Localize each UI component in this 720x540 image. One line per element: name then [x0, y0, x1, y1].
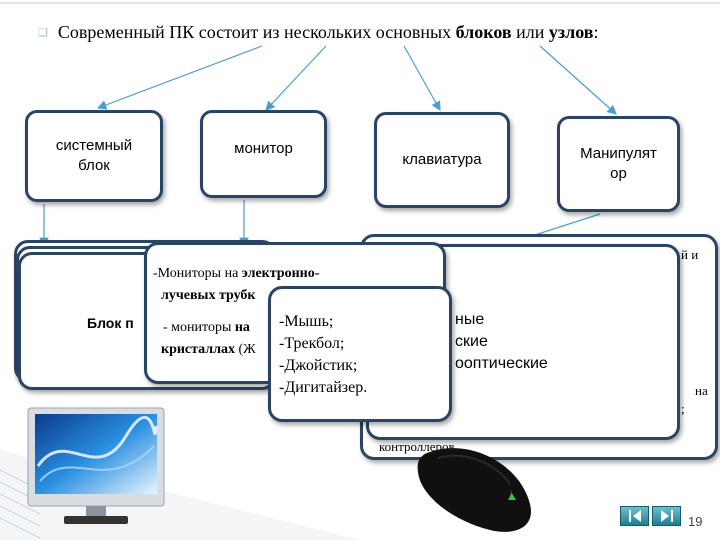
- monitor-type-1-bold-cont: лучевых трубк: [161, 288, 256, 303]
- manipulator-type-mouse: -Мышь;: [279, 313, 334, 330]
- keyboard-types-list: ные ские ооптические: [455, 309, 548, 375]
- monitor-type-2-rest: (Ж: [235, 342, 256, 357]
- heading-suffix: :: [593, 22, 599, 42]
- monitor-label: монитор: [234, 140, 293, 157]
- arrow-to-monitor: [265, 45, 327, 111]
- top-decoration: [0, 2, 720, 4]
- monitor-box: монитор: [200, 110, 327, 198]
- manipulator-box: Манипулят ор: [557, 116, 680, 212]
- manipulator-type-digitizer: -Дигитайзер.: [279, 379, 368, 396]
- keyboard-info-mid-text: на: [695, 383, 708, 398]
- keyboard-box: клавиатура: [374, 112, 510, 208]
- manipulator-types-panel: -Мышь; -Трекбол; -Джойстик; -Дигитайзер.: [268, 286, 452, 422]
- monitor-types-text: -Мониторы на электронно- лучевых трубк -…: [153, 263, 319, 361]
- system-unit-line2: блок: [78, 157, 110, 174]
- page-number: 19: [688, 514, 703, 529]
- keyboard-info-corner-text: й и: [681, 247, 699, 262]
- bullet-icon: ❑: [38, 27, 48, 39]
- keyboard-info-semicolon: ;: [681, 401, 685, 416]
- monitor-type-2-prefix: - мониторы: [163, 320, 235, 335]
- nav-prev-icon: [628, 510, 641, 522]
- mouse-image: [417, 448, 531, 532]
- heading-bold-blocks: блоков: [455, 22, 512, 42]
- monitor-type-1-prefix: -Мониторы на: [153, 266, 242, 281]
- system-unit-box: системный блок: [25, 110, 163, 202]
- heading-middle: или: [511, 22, 549, 42]
- manipulator-type-trackball: -Трекбол;: [279, 335, 345, 352]
- keyboard-label: клавиатура: [402, 151, 482, 168]
- keyboard-type-3: ооптические: [455, 355, 548, 372]
- manipulator-line1: Манипулят: [580, 145, 657, 162]
- monitor-type-2-bold: на: [234, 320, 250, 335]
- prev-slide-button[interactable]: [620, 506, 649, 526]
- slide-heading: ❑ Современный ПК состоит из нескольких ос…: [38, 22, 599, 43]
- monitor-type-1-bold: электронно-: [241, 266, 320, 281]
- keyboard-type-2: ские: [455, 333, 488, 350]
- monitor-type-2-bold-cont: кристаллах: [161, 342, 236, 357]
- next-slide-button[interactable]: [652, 506, 681, 526]
- arrow-to-manipulator: [539, 45, 617, 115]
- arrow-to-system-unit: [96, 45, 263, 110]
- manipulator-types-list: -Мышь; -Трекбол; -Джойстик; -Дигитайзер.: [279, 311, 367, 399]
- system-unit-line1: системный: [55, 137, 133, 154]
- manipulator-type-joystick: -Джойстик;: [279, 357, 358, 374]
- heading-prefix: Современный ПК состоит из нескольких осн…: [57, 22, 456, 42]
- arrow-to-keyboard: [403, 45, 441, 112]
- keyboard-type-1: ные: [455, 311, 485, 328]
- monitor-image: [27, 407, 165, 524]
- power-block-label: Блок п: [87, 315, 134, 331]
- nav-next-icon: [660, 510, 673, 522]
- manipulator-line2: ор: [610, 165, 627, 182]
- heading-bold-nodes: узлов: [548, 22, 594, 42]
